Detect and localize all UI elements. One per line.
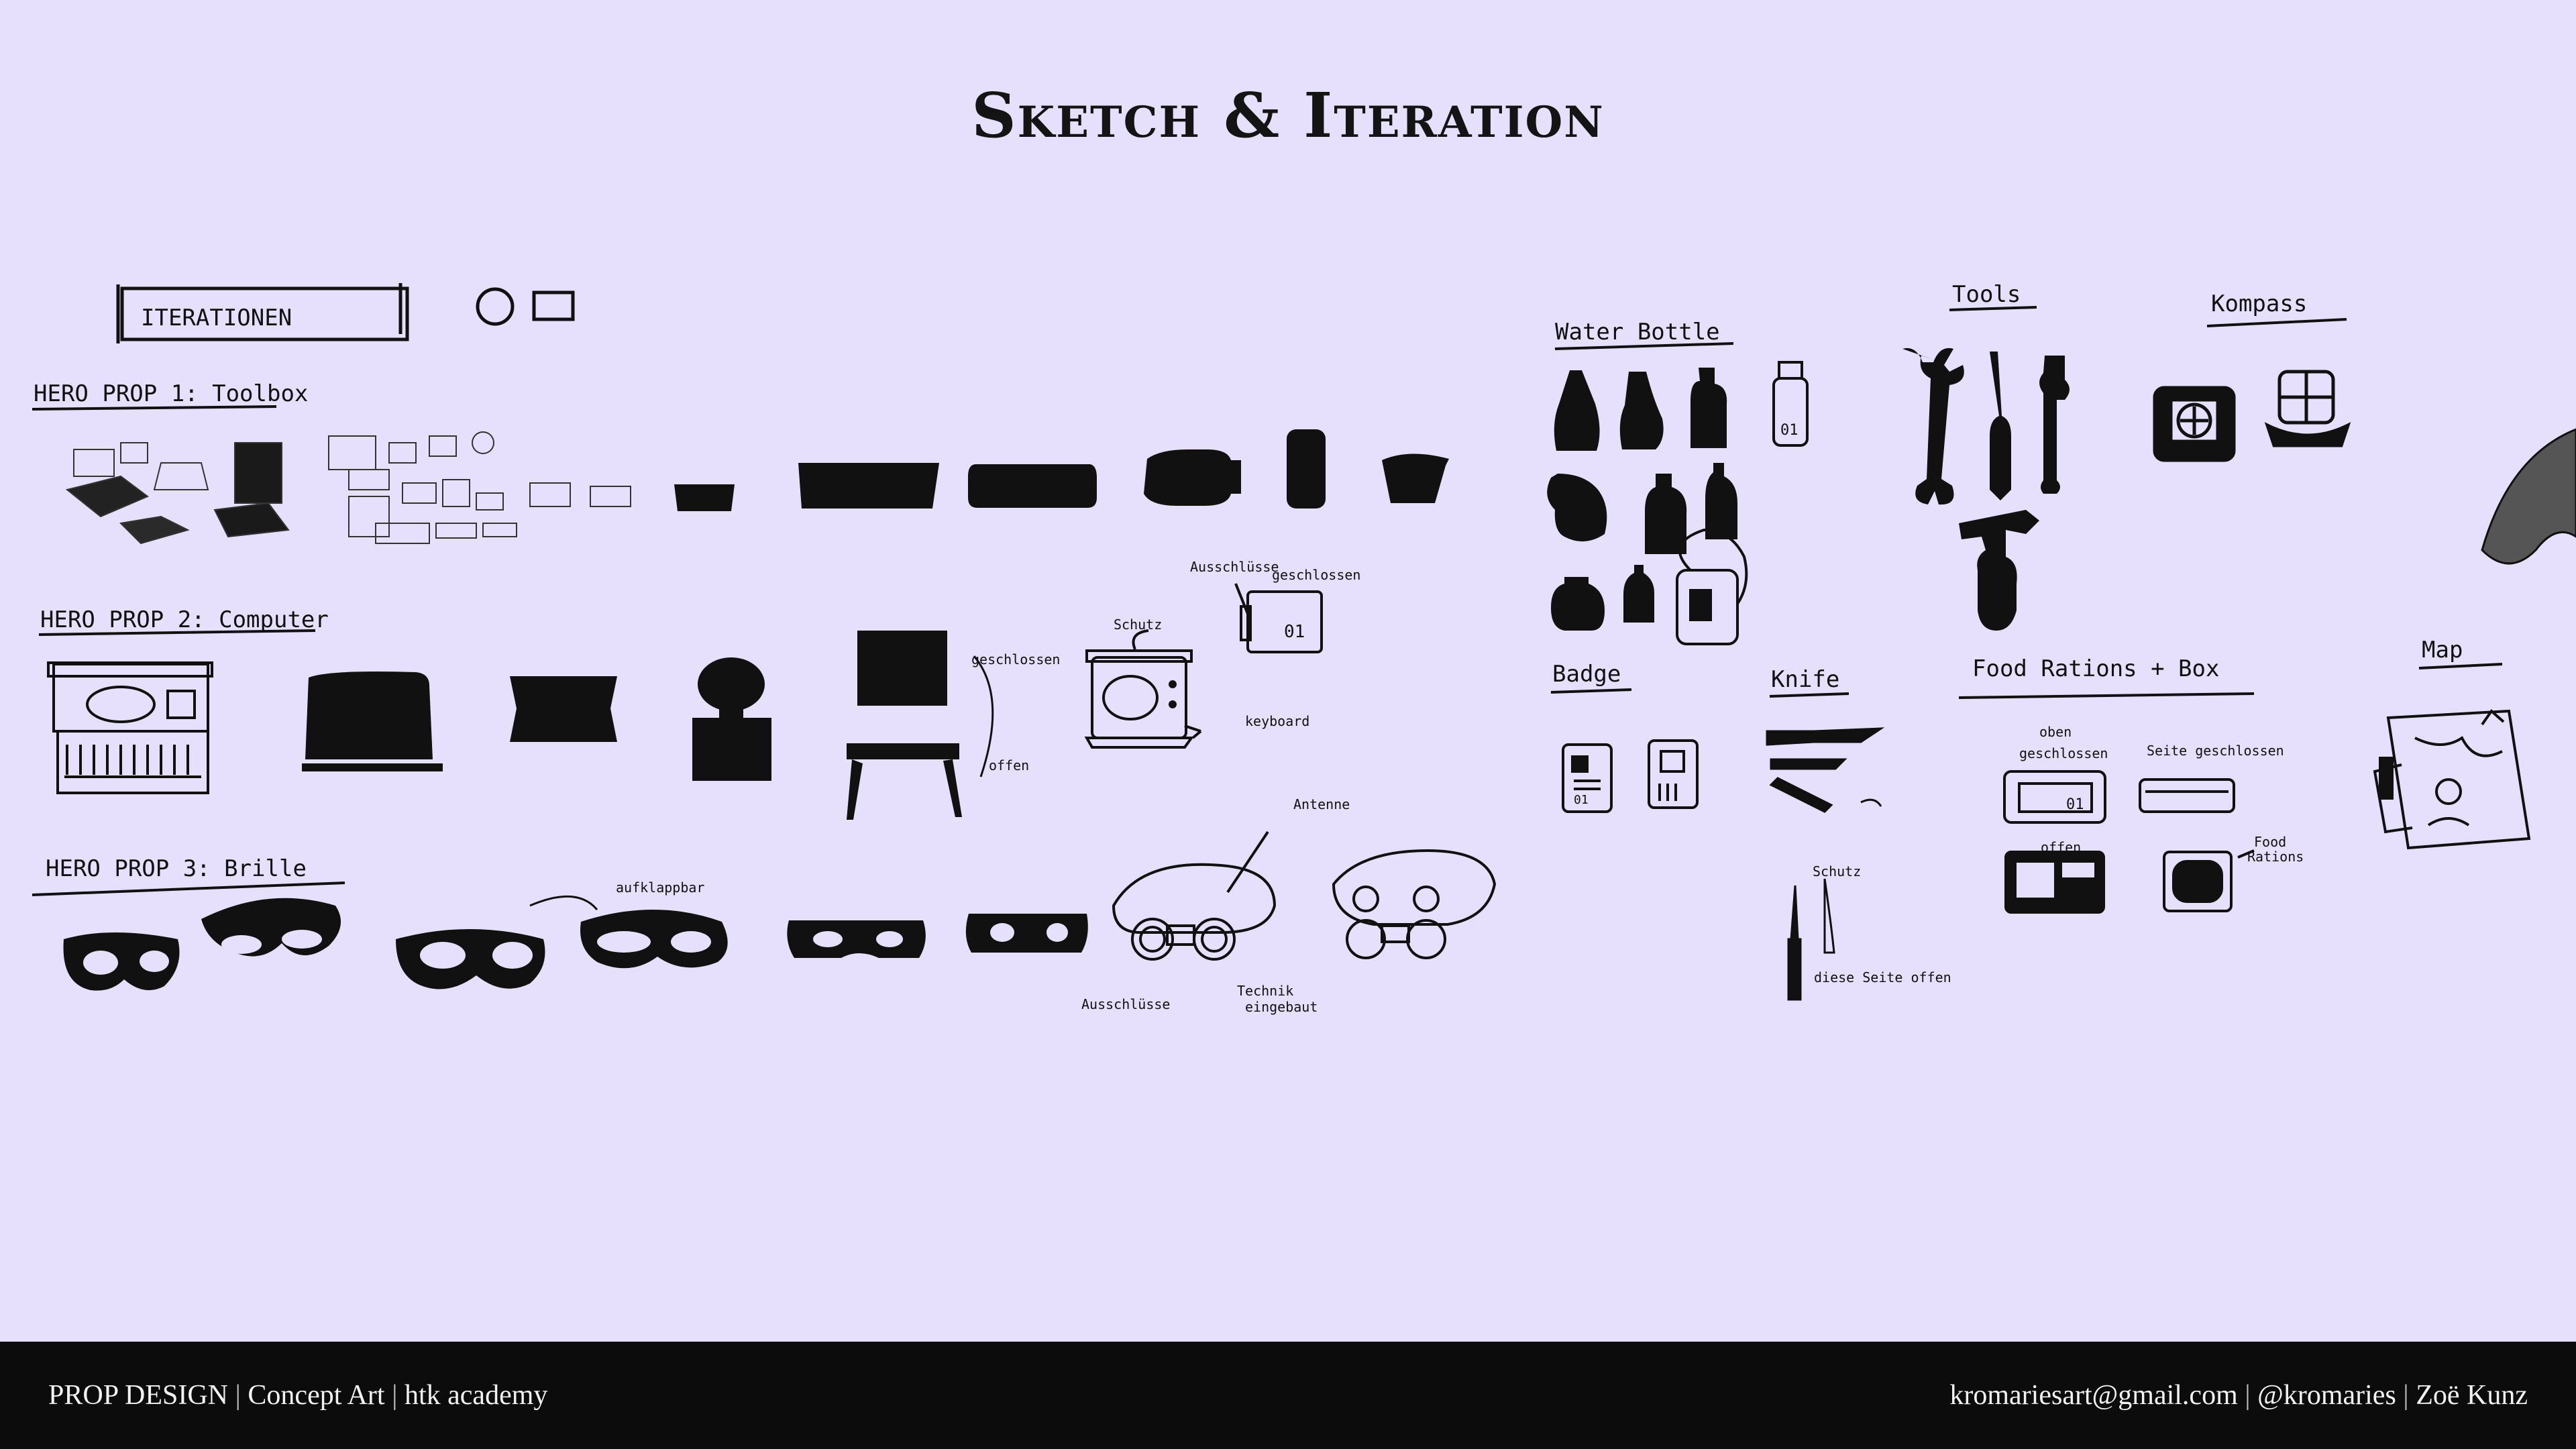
computer-silhouettes [302,631,962,820]
toolbox-rough-sketches [65,431,631,545]
knife-sketches [1766,727,1885,1001]
food-note-seite: Seite geschlossen [2147,743,2284,759]
food-box-sketches [2003,770,2255,914]
computer-detail-sketch [1084,583,1323,749]
note-technik: Technik [1237,983,1293,999]
water-bottle-label: Water Bottle [1555,319,1720,345]
underline [32,405,277,411]
water-bottle-sketch [1676,361,1809,645]
food-label: Food Rations + Box [1972,655,2219,682]
footer-right: kromariesart@gmail.com | @kromaries | Zo… [1949,1342,2528,1449]
note-geschlossen-2: geschlossen [1272,567,1360,583]
note-aufklappbar: aufklappbar [616,879,704,896]
footer-separator: | [2403,1380,2409,1411]
underline [1769,692,1849,698]
food-note-rations: Rations [2247,849,2304,865]
iterationen-text: ITERATIONEN [141,305,292,331]
underline [32,881,345,896]
note-ausschluesse: Ausschlüsse [1190,559,1279,575]
note-schutz: Schutz [1114,616,1162,633]
goggle-detail-sketches [1112,830,1497,961]
toolbox-silhouettes [674,429,1449,511]
tools-label: Tools [1952,281,2021,308]
arrow-line [529,895,598,910]
hero-prop-1-label: HERO PROP 1: Toolbox [34,380,308,407]
footer-prop-design: PROP DESIGN [48,1380,228,1411]
food-note-oben: oben [2039,724,2072,740]
underline [38,629,316,636]
badge-number: 01 [1574,793,1589,807]
footer-separator: | [2245,1380,2251,1411]
kompass-sketches [2153,370,2351,462]
footer-academy: htk academy [404,1380,548,1411]
footer-separator: | [235,1380,241,1411]
footer-concept-art: Concept Art [248,1380,385,1411]
note-antenne: Antenne [1293,796,1350,812]
underline [1958,692,2255,699]
map-label: Map [2422,637,2463,663]
food-note-food: Food [2254,834,2286,850]
footer-separator: | [392,1380,398,1411]
goggle-silhouettes [63,898,1088,991]
shape-circle-square-icon [476,287,575,326]
underline [2418,663,2503,669]
note-keyboard: keyboard [1245,713,1309,729]
knife-note-schutz: Schutz [1813,863,1861,879]
computer-sketch-1 [47,661,213,794]
badge-sketches [1562,739,1699,813]
footer-author: Zoë Kunz [2416,1380,2528,1411]
hero-prop-2-label: HERO PROP 2: Computer [40,606,329,633]
water-bottle-silhouettes [1547,368,1737,631]
page-title: Sketch & Iteration [971,79,1605,152]
tools-silhouettes [1902,347,2070,631]
underline [1949,306,2037,311]
knife-label: Knife [1771,666,1839,693]
kompass-label: Kompass [2211,290,2307,317]
food-number: 01 [2066,796,2084,813]
underline [2206,318,2347,327]
note-offen: offen [989,757,1029,773]
note-eingebaut: eingebaut [1245,999,1318,1015]
food-note-geschlossen: geschlossen [2019,745,2108,761]
underline [1554,342,1734,350]
bottle-number: 01 [1780,422,1799,439]
map-hand-silhouette [2481,428,2576,565]
footer-left: PROP DESIGN | Concept Art | htk academy [48,1342,547,1449]
kompass-number: 01 [2204,443,2220,460]
hero-prop-3-label: HERO PROP 3: Brille [46,855,307,882]
badge-label: Badge [1552,661,1621,688]
map-sketch [2373,709,2531,850]
computer-number: 01 [1284,622,1305,642]
sketch-artboard: ITERATIONEN HERO PROP 1: Toolbox [32,281,2576,1015]
iterationen-label: ITERATIONEN [116,283,409,343]
note-ausschluesse-2: Ausschlüsse [1081,996,1170,1012]
footer-email: kromariesart@gmail.com [1949,1380,2238,1411]
bracket-line [973,655,994,777]
footer-bar: PROP DESIGN | Concept Art | htk academy … [0,1342,2576,1449]
note-geschlossen: geschlossen [971,651,1060,667]
footer-handle: @kromaries [2257,1380,2396,1411]
knife-note-seite: diese Seite offen [1814,969,1951,985]
underline [1550,688,1632,694]
goggle-lens-holes [83,923,1068,975]
